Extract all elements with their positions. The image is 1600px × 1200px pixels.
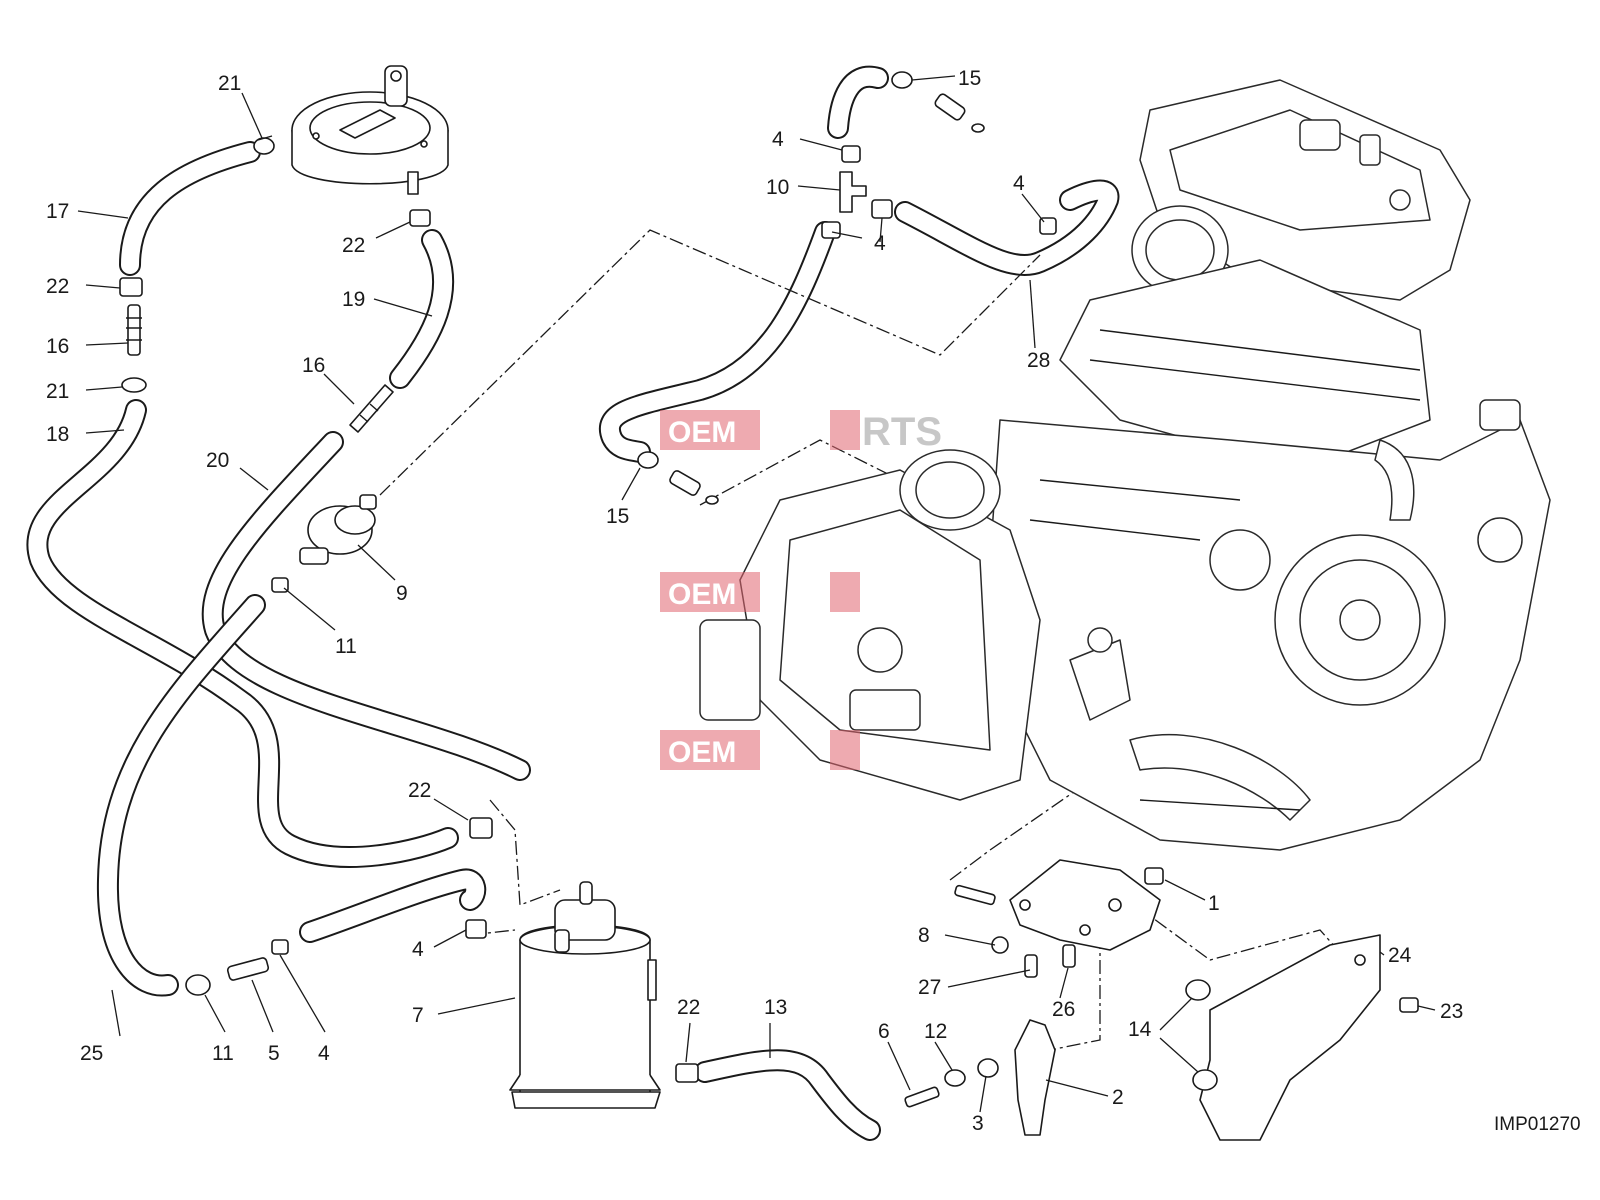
callout-28: 28 bbox=[1027, 349, 1050, 372]
callout-27: 27 bbox=[918, 976, 941, 999]
callout-16: 16 bbox=[46, 335, 69, 358]
nut-1 bbox=[1144, 867, 1164, 885]
clamp-22-left bbox=[119, 277, 143, 297]
callout-20: 20 bbox=[206, 449, 229, 472]
callout-8: 8 bbox=[918, 924, 930, 947]
engine-assembly bbox=[699, 79, 1551, 851]
callout-15: 15 bbox=[958, 67, 981, 90]
callout-4: 4 bbox=[874, 232, 886, 255]
bracket-24 bbox=[1199, 934, 1381, 1141]
nut-23 bbox=[1399, 997, 1419, 1013]
callout-2: 2 bbox=[1112, 1086, 1124, 1109]
clamp-22-bottom bbox=[675, 1063, 699, 1083]
drawing-reference-code: IMP01270 bbox=[1494, 1114, 1581, 1135]
watermark-middle: OEM bbox=[660, 572, 860, 612]
callout-19: 19 bbox=[342, 288, 365, 311]
callout-22: 22 bbox=[46, 275, 69, 298]
watermark-rts-text: RTS bbox=[862, 410, 942, 454]
hose-lower-canister bbox=[299, 868, 487, 943]
clamp-11-bottom bbox=[185, 974, 211, 996]
hose-25 bbox=[96, 594, 266, 997]
watermark-oem-text: OEM bbox=[668, 416, 736, 449]
clamp-4-top bbox=[841, 145, 861, 163]
grommet-14-top bbox=[1185, 979, 1211, 1001]
clamp-4-bottom bbox=[271, 939, 289, 955]
clamp-4-lower bbox=[821, 221, 841, 239]
tee-10 bbox=[839, 171, 867, 213]
callout-17: 17 bbox=[46, 200, 69, 223]
clamp-22-canister bbox=[469, 817, 493, 839]
callout-26: 26 bbox=[1052, 998, 1075, 1021]
hose-28 bbox=[894, 179, 1120, 277]
callout-4: 4 bbox=[1013, 172, 1025, 195]
hose-19 bbox=[389, 229, 455, 389]
callout-12: 12 bbox=[924, 1020, 947, 1043]
callout-16: 16 bbox=[302, 354, 325, 377]
callout-18: 18 bbox=[46, 423, 69, 446]
connector-5 bbox=[226, 957, 270, 981]
grommet-3 bbox=[977, 1058, 999, 1078]
fuel-filler-cap bbox=[291, 65, 449, 195]
callout-15: 15 bbox=[606, 505, 629, 528]
bolt-26 bbox=[1062, 944, 1076, 968]
watermark-upper: OEM RTS bbox=[660, 410, 942, 454]
clamp-22-top bbox=[409, 209, 431, 227]
hose-13 bbox=[694, 1049, 881, 1141]
bolt-8 bbox=[954, 884, 1009, 954]
callout-11: 11 bbox=[335, 635, 357, 658]
clamp-21-top bbox=[253, 135, 275, 155]
hose-17 bbox=[119, 141, 261, 276]
hose-upper-left bbox=[599, 221, 836, 463]
valve-9 bbox=[299, 494, 377, 565]
bolt-6 bbox=[904, 1086, 940, 1108]
clamp-4-mid bbox=[871, 199, 893, 219]
clamp-15-bottom bbox=[637, 451, 659, 469]
callout-10: 10 bbox=[766, 176, 789, 199]
callout-9: 9 bbox=[396, 582, 408, 605]
bracket-2 bbox=[1014, 1019, 1056, 1136]
callout-21: 21 bbox=[218, 72, 241, 95]
callout-23: 23 bbox=[1440, 1000, 1463, 1023]
connector-16-left bbox=[126, 304, 142, 356]
watermark-oem-text: OEM bbox=[668, 736, 736, 769]
grommet-14-bottom bbox=[1192, 1069, 1218, 1091]
callout-11: 11 bbox=[212, 1042, 234, 1065]
watermark: OEM RTS OEM OEM bbox=[660, 410, 942, 770]
callout-1: 1 bbox=[1208, 892, 1220, 915]
callout-13: 13 bbox=[764, 996, 787, 1019]
callout-4: 4 bbox=[772, 128, 784, 151]
callout-24: 24 bbox=[1388, 944, 1412, 967]
bracket-1 bbox=[1009, 859, 1161, 951]
canister-7 bbox=[509, 881, 661, 1109]
callout-5: 5 bbox=[268, 1042, 280, 1065]
hose-18 bbox=[26, 399, 459, 868]
callout-14: 14 bbox=[1128, 1018, 1152, 1041]
watermark-lower: OEM bbox=[660, 730, 860, 770]
callout-22: 22 bbox=[677, 996, 700, 1019]
washer-12 bbox=[944, 1069, 966, 1087]
callout-4: 4 bbox=[412, 938, 424, 961]
watermark-oem-text: OEM bbox=[668, 578, 736, 611]
connector-15-top bbox=[934, 93, 985, 133]
clamp-21-left bbox=[121, 377, 147, 393]
leader-lines bbox=[77, 75, 1436, 1113]
clamp-4-canister bbox=[465, 919, 487, 939]
callout-21: 21 bbox=[46, 380, 69, 403]
callout-3: 3 bbox=[972, 1112, 984, 1135]
callout-4: 4 bbox=[318, 1042, 330, 1065]
connector-15-bottom bbox=[669, 470, 719, 505]
callout-25: 25 bbox=[80, 1042, 103, 1065]
callout-22: 22 bbox=[408, 779, 431, 802]
bolt-27 bbox=[1024, 954, 1038, 978]
connector-16-mid bbox=[349, 384, 394, 433]
callout-labels: 21 17 22 16 21 18 22 19 16 20 9 11 15 4 … bbox=[46, 67, 1463, 1135]
callout-6: 6 bbox=[878, 1020, 890, 1043]
callout-22: 22 bbox=[342, 234, 365, 257]
callout-7: 7 bbox=[412, 1004, 424, 1027]
hose-upper-top bbox=[827, 65, 889, 139]
clamp-15-top bbox=[891, 71, 913, 89]
